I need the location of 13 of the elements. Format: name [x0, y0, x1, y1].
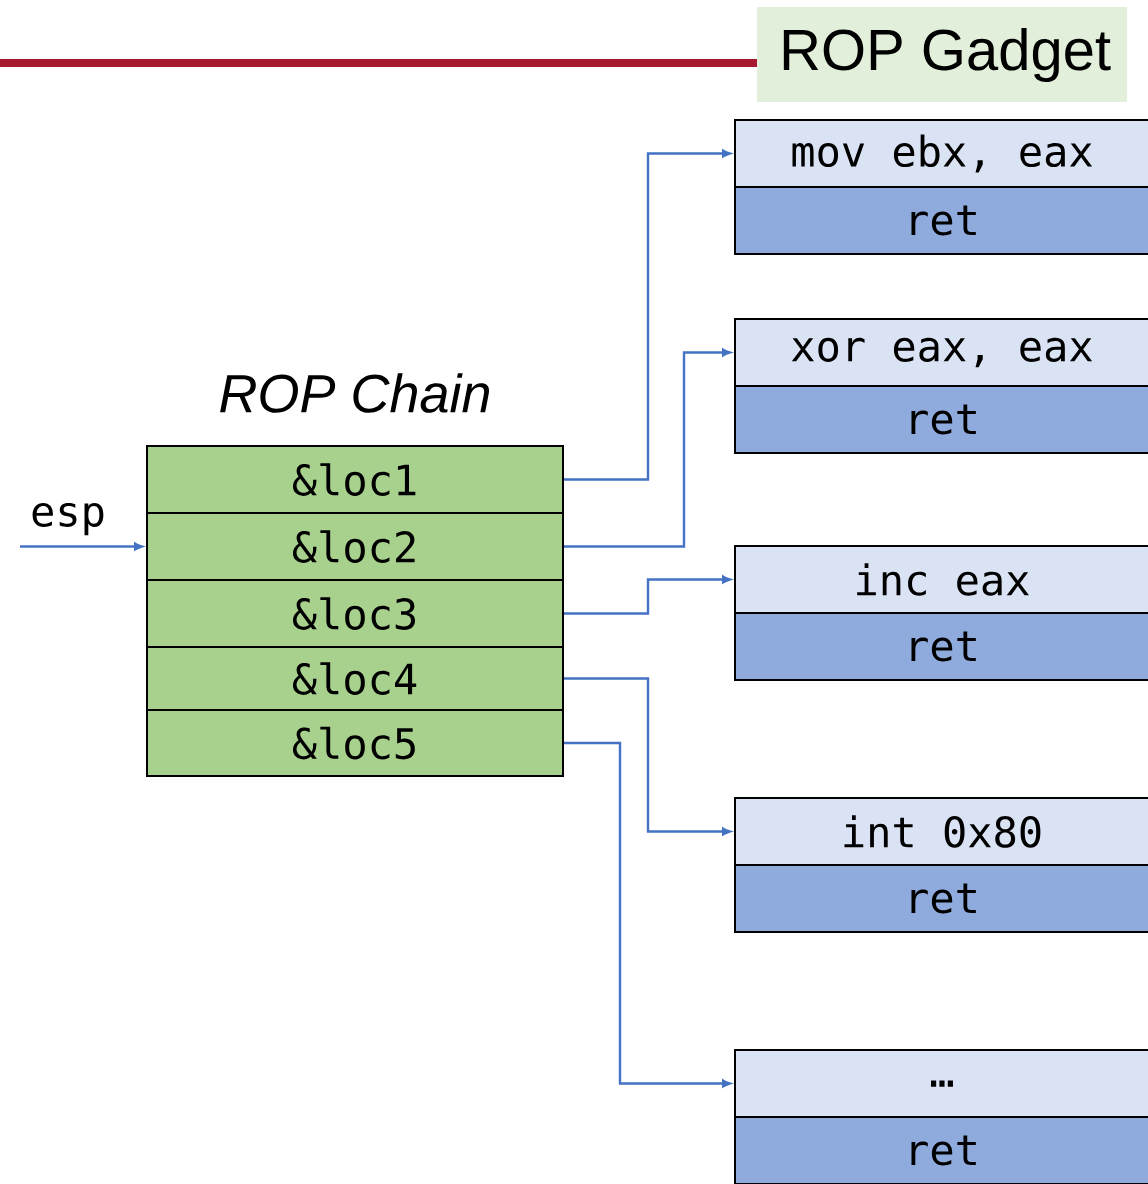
gadget-box: inc eax ret: [734, 545, 1148, 681]
stack-cell: &loc4: [146, 646, 564, 711]
stack-cell: &loc3: [146, 579, 564, 648]
pointer-label: esp: [32, 502, 104, 536]
stack-cell: &loc2: [146, 512, 564, 581]
gadget-box: … ret: [734, 1049, 1148, 1184]
gadget-box: mov ebx, eax ret: [734, 119, 1148, 255]
stack-heading: ROP Chain: [220, 373, 489, 413]
gadget-box: xor eax, eax ret: [734, 318, 1148, 454]
stack-cell: &loc5: [146, 709, 564, 777]
title-box: ROP Gadget: [757, 7, 1127, 102]
stack-cell: &loc1: [146, 445, 564, 514]
gadget-box: int 0x80 ret: [734, 797, 1148, 933]
